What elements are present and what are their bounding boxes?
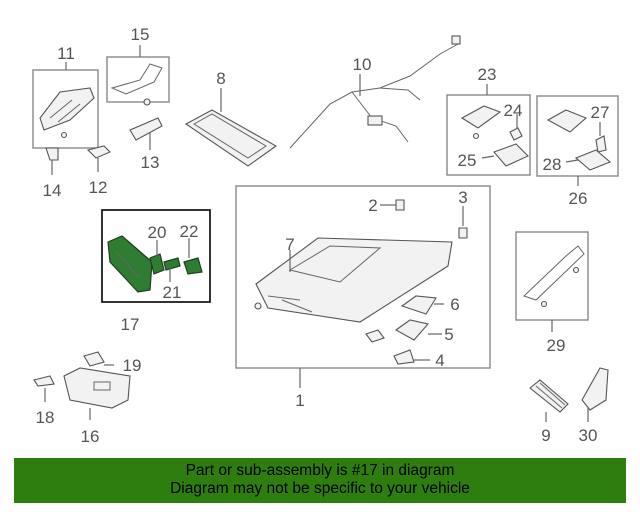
callout-7: 7 [285,235,294,254]
callout-box-17 [101,209,211,303]
callout-19: 19 [123,356,142,375]
callout-16: 16 [81,427,100,446]
callout-27: 27 [591,103,610,122]
sun-visor-part [63,367,131,409]
clip-part [45,147,59,161]
info-banner: Part or sub-assembly is #17 in diagram D… [14,458,626,503]
callout-21: 21 [163,283,182,302]
callout-22: 22 [180,222,199,241]
callout-25: 25 [458,151,477,170]
lamp-housing-part [400,295,437,315]
banner-line-2: Diagram may not be specific to your vehi… [170,480,470,497]
visor-hook-part [33,375,55,387]
callout-14: 14 [43,181,62,200]
visor-cap-highlighted [183,257,203,275]
handle-part [129,117,163,141]
callout-box-1 [235,185,491,369]
wire-bracket [110,63,163,95]
grip-handle-part [86,145,111,159]
callout-11: 11 [57,44,75,63]
callout-2: 2 [368,196,377,215]
dome-lens-part [574,149,612,171]
part-group-1[interactable]: 7 2 3 6 5 4 1 [235,185,491,410]
part-group-10[interactable]: 10 [289,35,461,149]
callout-29: 29 [547,336,566,355]
part-group-26[interactable]: 27 28 26 [536,95,619,208]
part-group-13[interactable]: 13 [129,117,163,172]
callout-15: 15 [131,25,150,44]
callout-box-15 [106,56,170,103]
callout-9: 9 [541,426,550,445]
headliner-panel [255,237,453,323]
part-group-11[interactable]: 11 [32,44,99,149]
callout-18: 18 [36,408,55,427]
part-group-29[interactable]: 29 [515,231,589,355]
part-group-14[interactable]: 14 [43,147,62,200]
trim-bracket-part [523,245,585,301]
part-group-9[interactable]: 9 [529,379,569,445]
pillar-trim-part [581,367,609,411]
part-group-16[interactable]: 16 [63,367,131,446]
sunroof-seal [184,109,278,167]
lens-part [493,143,529,167]
callout-23: 23 [478,65,497,84]
callout-5: 5 [444,325,453,344]
part-group-23[interactable]: 23 24 25 [446,65,531,176]
part-group-12[interactable]: 12 [86,145,111,197]
callout-1: 1 [295,391,304,410]
grille-part [529,379,569,413]
map-lamp-part [460,105,502,129]
part-group-8[interactable]: 8 [184,69,278,167]
console-lamp-part [394,319,430,341]
callout-4: 4 [435,351,444,370]
callout-12: 12 [89,178,108,197]
visor-retainer-highlighted [163,257,181,271]
part-group-30[interactable]: 30 [579,367,609,445]
bracket-part [39,87,95,131]
callout-8: 8 [216,69,225,88]
dome-lamp-part [546,109,588,133]
part-group-19[interactable]: 19 [83,351,142,375]
callout-28: 28 [543,155,562,174]
banner-line-1: Part or sub-assembly is #17 in diagram [185,462,455,479]
visor-clip-highlighted [149,253,165,275]
callout-20: 20 [148,223,167,242]
callout-3: 3 [458,188,467,207]
callout-10: 10 [353,55,372,74]
callout-30: 30 [579,426,598,445]
part-group-18[interactable]: 18 [33,375,55,427]
part-group-17[interactable]: 20 21 22 17 [101,209,211,334]
sun-visor-highlighted [107,235,153,293]
callout-6: 6 [450,295,459,314]
callout-26: 26 [569,189,588,208]
visor-holder-part [83,351,105,367]
callout-box-29 [515,231,589,321]
part-group-15[interactable]: 15 [106,25,170,106]
callout-24: 24 [504,101,523,120]
wiring-harness [289,43,459,149]
callout-13: 13 [141,153,160,172]
callout-17: 17 [121,315,140,334]
callout-box-23 [446,94,531,176]
